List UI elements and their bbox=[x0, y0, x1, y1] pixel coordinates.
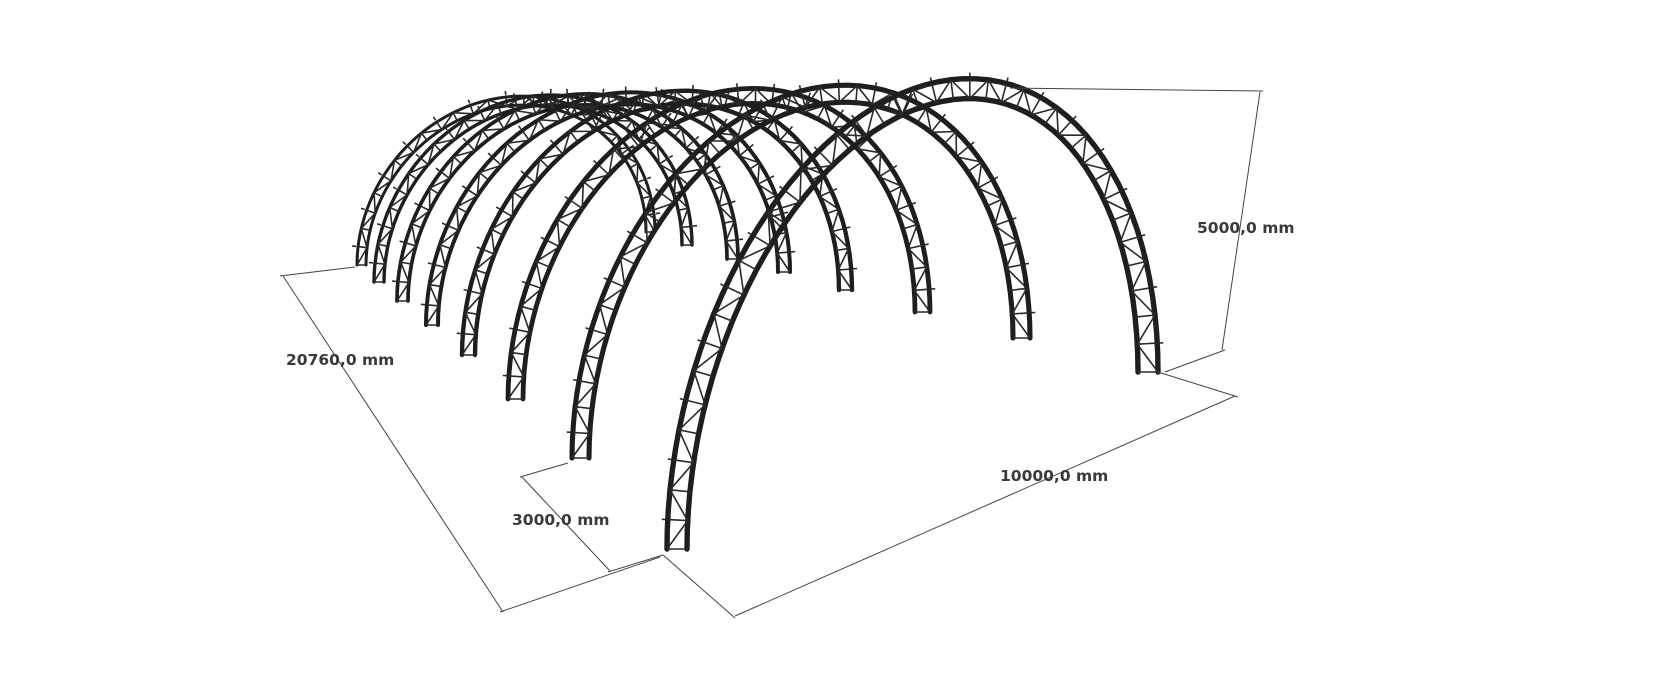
spacing-dimension-line bbox=[521, 476, 611, 572]
length-dimension: 20760,0 mm bbox=[279, 266, 661, 613]
arch-frames bbox=[352, 72, 1164, 552]
width-dimension-line bbox=[734, 395, 1236, 617]
spacing-dimension: 3000,0 mm bbox=[512, 462, 664, 573]
spacing-extension-bottom bbox=[607, 554, 664, 573]
length-extension-top bbox=[279, 266, 356, 277]
height-dimension: 5000,0 mm bbox=[1009, 87, 1295, 373]
arch-bolts bbox=[566, 79, 1036, 434]
height-label: 5000,0 mm bbox=[1197, 219, 1295, 237]
arch-lacing bbox=[571, 85, 1031, 459]
arch-lacing bbox=[507, 87, 931, 400]
arch-lacing bbox=[666, 78, 1159, 550]
height-extension-top bbox=[1009, 87, 1264, 92]
length-label: 20760,0 mm bbox=[286, 351, 394, 369]
arch-bolts bbox=[661, 72, 1164, 521]
width-dimension: 10000,0 mm bbox=[662, 371, 1239, 619]
spacing-extension-top bbox=[519, 462, 569, 478]
length-extension-bottom bbox=[499, 556, 661, 613]
height-dimension-line bbox=[1221, 91, 1261, 351]
width-extension-left bbox=[662, 554, 736, 619]
height-extension-bottom bbox=[1164, 349, 1226, 373]
width-extension-right bbox=[1157, 371, 1239, 398]
length-dimension-line bbox=[282, 275, 504, 613]
width-label: 10000,0 mm bbox=[1000, 467, 1108, 485]
arch-frame bbox=[661, 72, 1164, 552]
arch-frame bbox=[566, 79, 1036, 461]
arch-frame bbox=[352, 90, 660, 267]
spacing-label: 3000,0 mm bbox=[512, 511, 610, 529]
